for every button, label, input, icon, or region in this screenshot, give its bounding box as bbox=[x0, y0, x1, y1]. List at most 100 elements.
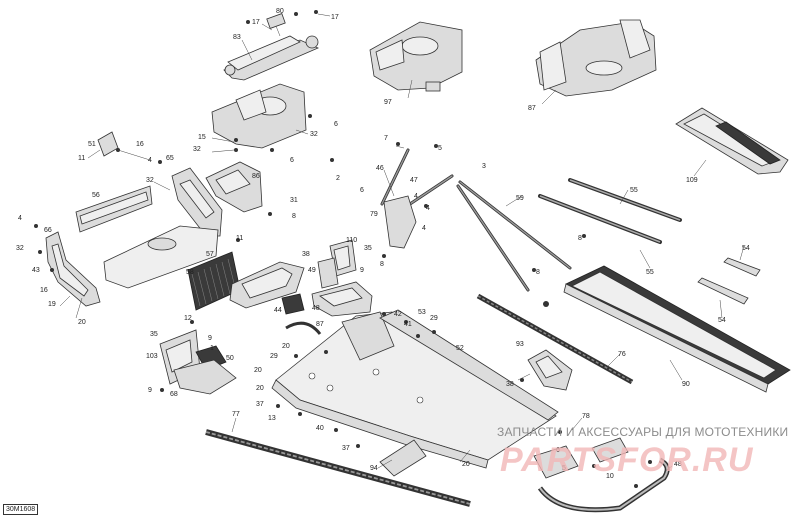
callout-90: 90 bbox=[682, 381, 690, 388]
callout-41: 41 bbox=[404, 321, 412, 328]
callout-59: 59 bbox=[516, 195, 524, 202]
part-rear-heat-exchanger-90 bbox=[563, 265, 791, 393]
callout-32: 32 bbox=[310, 131, 318, 138]
callout-79: 79 bbox=[370, 211, 378, 218]
part-rear-bumper-48 bbox=[533, 437, 670, 513]
callout-4: 4 bbox=[426, 205, 430, 212]
part-cross-plate-56 bbox=[75, 185, 153, 233]
part-frame-48 bbox=[311, 281, 373, 317]
callout-65: 65 bbox=[166, 155, 174, 162]
part-rail-76 bbox=[476, 293, 634, 385]
part-rear-bulkhead-87 bbox=[535, 19, 657, 97]
callout-19: 19 bbox=[48, 301, 56, 308]
callout-5: 5 bbox=[562, 465, 566, 472]
callout-29: 29 bbox=[430, 315, 438, 322]
callout-20: 20 bbox=[256, 385, 264, 392]
callout-48: 48 bbox=[674, 461, 682, 468]
part-upper-column-83 bbox=[223, 13, 319, 81]
callout-43: 43 bbox=[32, 267, 40, 274]
callout-77: 77 bbox=[232, 411, 240, 418]
callout-4: 4 bbox=[148, 157, 152, 164]
callout-109: 109 bbox=[686, 177, 698, 184]
callout-11: 11 bbox=[78, 155, 85, 162]
callout-53: 53 bbox=[418, 309, 426, 316]
part-slide-rail-55-lower bbox=[538, 194, 662, 244]
callout-37: 37 bbox=[342, 445, 350, 452]
callout-76: 76 bbox=[618, 351, 626, 358]
callout-6: 6 bbox=[290, 157, 294, 164]
callout-13: 13 bbox=[268, 415, 276, 422]
callout-labels: 80 17 17 83 32 15 32 6 6 97 87 109 51 16… bbox=[16, 8, 750, 480]
callout-10: 10 bbox=[606, 473, 614, 480]
callout-40: 40 bbox=[316, 425, 324, 432]
callout-20: 20 bbox=[254, 367, 262, 374]
callout-29: 29 bbox=[270, 353, 278, 360]
callout-52: 52 bbox=[456, 345, 464, 352]
part-slide-rail-55-upper bbox=[568, 178, 682, 222]
part-bracket-94 bbox=[379, 439, 427, 477]
callout-42: 42 bbox=[394, 311, 402, 318]
callout-9: 9 bbox=[360, 267, 364, 274]
callout-57: 57 bbox=[206, 251, 214, 258]
part-bar-54-upper bbox=[723, 257, 761, 277]
part-bar-54-lower bbox=[697, 277, 749, 305]
callout-32: 32 bbox=[146, 177, 154, 184]
callout-11: 11 bbox=[236, 235, 243, 242]
part-left-frame-66 bbox=[45, 231, 101, 307]
callout-51: 51 bbox=[88, 141, 96, 148]
callout-38: 38 bbox=[302, 251, 310, 258]
part-rail-77 bbox=[205, 429, 471, 507]
callout-87: 87 bbox=[316, 321, 324, 328]
callout-8: 8 bbox=[380, 261, 384, 268]
callout-8: 8 bbox=[536, 269, 540, 276]
callout-44: 44 bbox=[274, 307, 282, 314]
callout-54: 54 bbox=[718, 317, 726, 324]
part-bar-87-small bbox=[285, 321, 322, 335]
callout-35: 35 bbox=[364, 245, 372, 252]
callout-103: 103 bbox=[146, 353, 158, 360]
watermark-caption: ЗАПЧАСТИ И АКСЕССУАРЫ ДЛЯ МОТОТЕХНИКИ bbox=[497, 425, 789, 439]
callout-47: 47 bbox=[410, 177, 418, 184]
callout-9: 9 bbox=[148, 387, 152, 394]
part-floor-panel bbox=[103, 225, 219, 289]
part-rod-47 bbox=[402, 174, 454, 210]
callout-12: 12 bbox=[184, 315, 192, 322]
callout-87: 87 bbox=[528, 105, 536, 112]
part-steering-support-97 bbox=[369, 21, 463, 92]
callout-38: 38 bbox=[506, 381, 514, 388]
callout-48: 48 bbox=[312, 305, 320, 312]
part-tunnel-20 bbox=[271, 309, 559, 469]
callout-16: 16 bbox=[40, 287, 48, 294]
fasteners bbox=[34, 10, 652, 488]
callout-17: 17 bbox=[252, 19, 260, 26]
callout-50: 50 bbox=[226, 355, 234, 362]
callout-32: 32 bbox=[16, 245, 24, 252]
callout-4: 4 bbox=[18, 215, 22, 222]
callout-37: 37 bbox=[256, 401, 264, 408]
part-side-bracket-65 bbox=[171, 167, 223, 237]
callout-86: 86 bbox=[252, 173, 260, 180]
part-plate-68 bbox=[173, 359, 237, 395]
callout-94: 94 bbox=[370, 465, 378, 472]
callout-97: 97 bbox=[384, 99, 392, 106]
callout-55: 55 bbox=[646, 269, 654, 276]
part-bracket-14 bbox=[281, 293, 305, 315]
callout-4: 4 bbox=[422, 225, 426, 232]
part-rod-59 bbox=[456, 180, 572, 292]
callout-2: 2 bbox=[336, 175, 340, 182]
part-bracket-93 bbox=[527, 349, 573, 391]
callout-6: 6 bbox=[556, 447, 560, 454]
callout-4: 4 bbox=[414, 193, 418, 200]
callout-9: 9 bbox=[208, 335, 212, 342]
callout-20: 20 bbox=[78, 319, 86, 326]
part-bracket-49 bbox=[317, 257, 339, 289]
part-tunnel-extension-109 bbox=[675, 107, 789, 175]
part-rod-46 bbox=[380, 148, 410, 206]
callout-15: 15 bbox=[198, 134, 206, 141]
part-bracket-79 bbox=[383, 195, 417, 249]
part-mount-86 bbox=[205, 161, 263, 213]
callout-56: 56 bbox=[92, 192, 100, 199]
callout-6: 6 bbox=[360, 187, 364, 194]
watermark-logo: PARTSFOR.RU bbox=[500, 441, 754, 479]
callout-54: 54 bbox=[742, 245, 750, 252]
